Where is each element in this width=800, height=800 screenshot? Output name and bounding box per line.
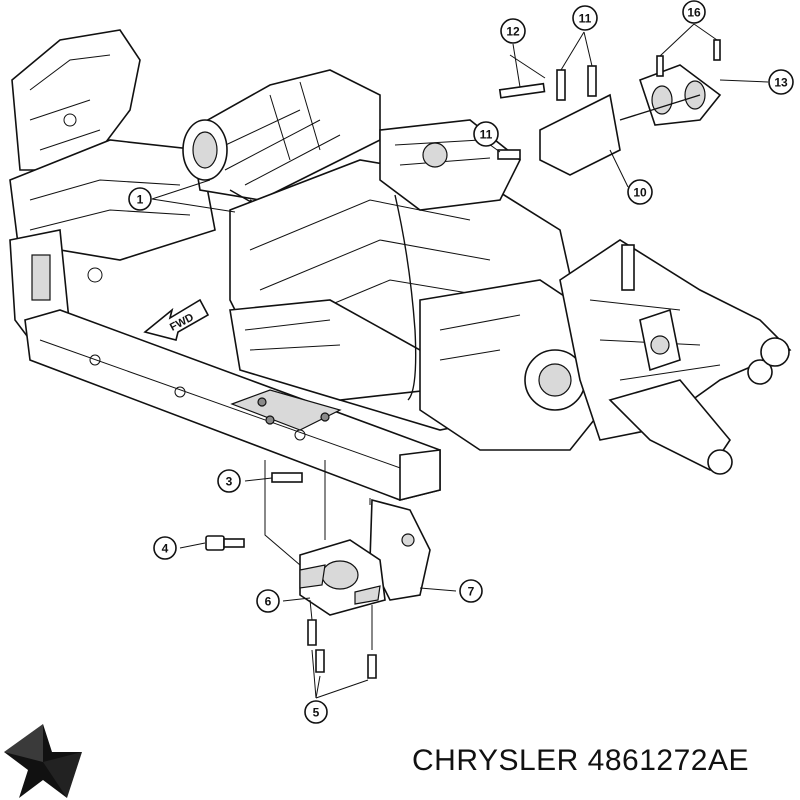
svg-text:11: 11: [579, 12, 592, 26]
callout-13: 13: [768, 69, 794, 95]
leader-lines: [151, 23, 769, 699]
svg-text:5: 5: [313, 706, 320, 720]
callout-11b: 11: [473, 121, 499, 147]
callout-7: 7: [459, 579, 483, 603]
svg-text:4: 4: [162, 542, 169, 556]
callout-11a: 11: [572, 5, 598, 31]
part-number-label: CHRYSLER 4861272AE: [412, 744, 749, 777]
svg-text:1: 1: [137, 193, 144, 207]
svg-text:10: 10: [633, 186, 647, 200]
callout-16: 16: [682, 0, 706, 24]
svg-text:7: 7: [468, 585, 475, 599]
chrysler-pentastar-icon: [4, 724, 82, 798]
svg-text:6: 6: [265, 595, 272, 609]
rear-crossmember: [559, 239, 792, 475]
body-structure: [9, 29, 216, 341]
callout-4: 4: [153, 536, 177, 560]
upper-mount-bracket: [497, 39, 722, 176]
svg-text:13: 13: [774, 76, 788, 90]
fwd-arrow: FWD: [143, 298, 210, 341]
callouts: 1 3 4 5 6 7 10 11: [128, 0, 794, 724]
callout-3: 3: [217, 469, 241, 493]
callout-6: 6: [256, 589, 280, 613]
lower-mount: [205, 460, 431, 679]
svg-text:12: 12: [506, 25, 520, 39]
svg-text:11: 11: [480, 128, 493, 142]
callout-10: 10: [627, 179, 653, 205]
callout-12: 12: [500, 18, 526, 44]
front-crossmember: [24, 309, 441, 502]
svg-text:16: 16: [687, 6, 701, 20]
callout-5: 5: [304, 700, 328, 724]
svg-text:3: 3: [226, 475, 233, 489]
callout-1: 1: [128, 187, 152, 211]
